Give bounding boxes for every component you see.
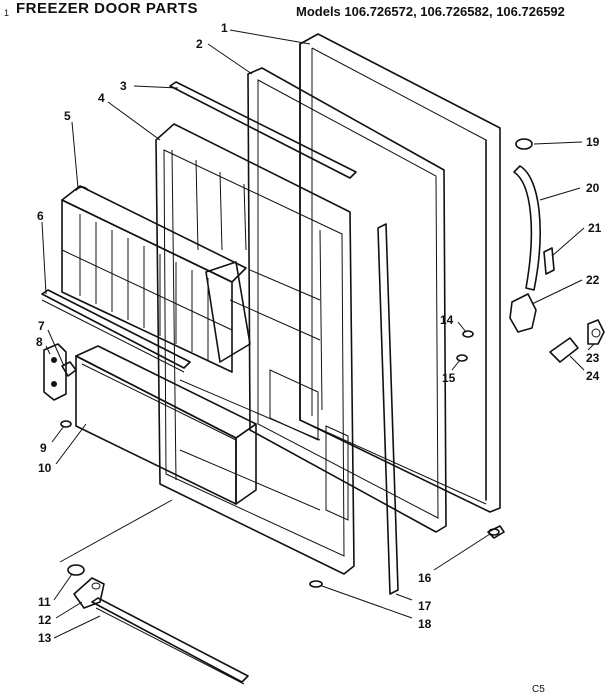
leader-15 (451, 359, 461, 371)
leader-1 (229, 29, 311, 45)
shelf-retainer-bracket (43, 343, 77, 401)
leader-16 (433, 533, 491, 571)
trim-screw (309, 580, 323, 588)
leader-13 (53, 615, 101, 639)
lock-cylinder (549, 337, 579, 363)
lower-door-bin (75, 345, 257, 505)
callout-6: 6 (37, 209, 44, 223)
callout-22: 22 (586, 273, 600, 287)
door-lock (587, 319, 605, 345)
handle-screw-bottom (456, 354, 468, 362)
leader-7 (47, 329, 65, 367)
callout-11: 11 (38, 595, 51, 609)
leader-24 (569, 355, 585, 371)
leader-19 (533, 141, 583, 145)
leader-hinge-connect (59, 499, 173, 563)
handle-cap (515, 138, 533, 150)
leader-10 (55, 423, 87, 465)
callout-24: 24 (586, 369, 600, 383)
shelf-rail (41, 289, 191, 373)
page-title: FREEZER DOOR PARTS (16, 0, 199, 17)
lower-hinge (73, 577, 105, 609)
leader-20 (539, 187, 581, 201)
callout-7: 7 (38, 319, 45, 333)
kick-plate (91, 597, 249, 685)
leader-11 (53, 573, 73, 601)
bracket-screw (60, 420, 72, 428)
leader-9 (51, 425, 65, 443)
leader-6 (41, 221, 47, 295)
callout-5: 5 (64, 109, 71, 123)
callout-18: 18 (418, 617, 432, 631)
door-plug (488, 528, 500, 536)
leader-18 (321, 585, 413, 619)
handle-insert (543, 247, 555, 275)
hinge-bushing (67, 564, 85, 576)
leader-23 (587, 343, 595, 351)
callout-9: 9 (40, 441, 47, 455)
callout-10: 10 (38, 461, 52, 475)
callout-15: 15 (442, 371, 456, 385)
callout-1: 1 (221, 21, 228, 35)
leader-8 (45, 345, 51, 355)
leader-22 (531, 279, 583, 305)
leader-17 (395, 593, 413, 601)
leader-2 (207, 43, 253, 75)
door-gasket (247, 67, 447, 533)
callout-19: 19 (586, 135, 600, 149)
leader-12 (55, 601, 83, 619)
callout-14: 14 (440, 313, 454, 327)
callout-21: 21 (588, 221, 602, 235)
leader-5 (71, 121, 79, 189)
callout-8: 8 (36, 335, 43, 349)
callout-17: 17 (418, 599, 432, 613)
callout-16: 16 (418, 571, 432, 585)
callout-13: 13 (38, 631, 52, 645)
leader-4 (107, 101, 161, 141)
callout-20: 20 (586, 181, 600, 195)
vertical-trim-strip (377, 223, 399, 595)
leader-3 (133, 85, 179, 89)
corner-mark: 1 (4, 8, 10, 18)
leader-14 (457, 321, 467, 333)
callout-4: 4 (98, 91, 105, 105)
door-handle (513, 165, 541, 291)
upper-door-shelf (61, 185, 251, 373)
models-label: Models 106.726572, 106.726582, 106.72659… (296, 4, 565, 19)
callout-23: 23 (586, 351, 600, 365)
leader-21 (551, 227, 585, 257)
diagram-code: C5 (532, 684, 545, 695)
callout-12: 12 (38, 613, 52, 627)
callout-2: 2 (196, 37, 203, 51)
handle-screw-top (462, 330, 474, 338)
inner-door-liner (155, 123, 355, 575)
handle-mount (509, 293, 537, 333)
callout-3: 3 (120, 79, 127, 93)
outer-door-panel (299, 33, 505, 539)
breaker-strip (169, 81, 357, 179)
